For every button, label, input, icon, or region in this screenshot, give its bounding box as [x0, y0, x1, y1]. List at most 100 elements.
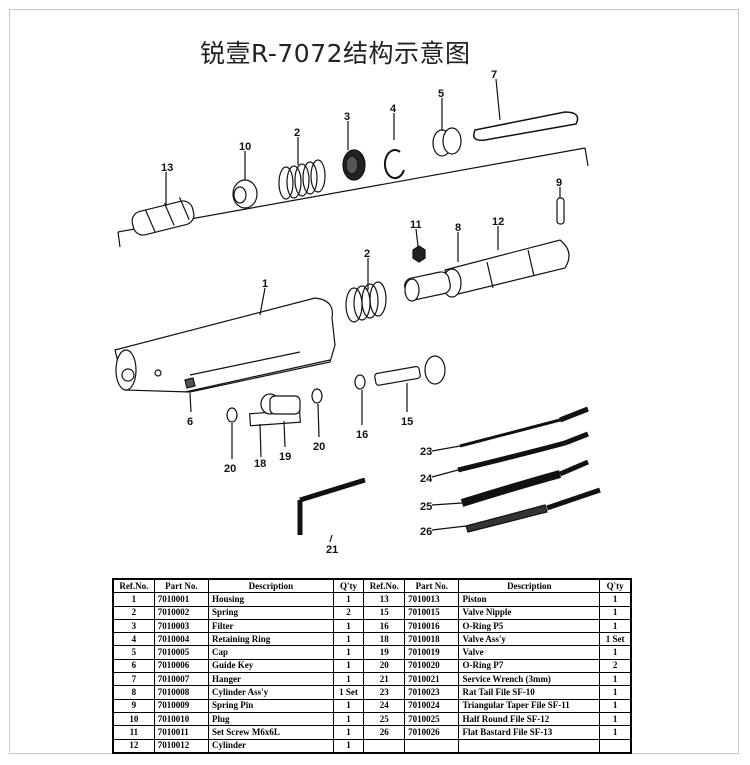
callout-8: 8 — [455, 222, 461, 234]
callout-26: 26 — [420, 526, 432, 538]
table-cell: 9 — [112, 698, 155, 713]
table-cell: 5 — [112, 645, 155, 660]
table-cell: Rat Tail File SF-10 — [458, 685, 601, 700]
callout-5: 5 — [438, 88, 444, 100]
table-cell: Cylinder Ass'y — [208, 685, 334, 700]
table-cell: 7010021 — [404, 672, 460, 687]
table-cell: Half Round File SF-12 — [458, 711, 601, 727]
callout-4: 4 — [390, 103, 397, 115]
header-part-no-2: Part No. — [404, 578, 460, 594]
table-cell: Valve Nipple — [458, 605, 601, 620]
table-cell: 23 — [363, 685, 406, 700]
o-ring-part-16 — [354, 374, 366, 390]
callout-2-upper: 2 — [294, 127, 300, 139]
table-cell: 7010025 — [404, 711, 460, 727]
callout-23: 23 — [420, 446, 432, 458]
table-cell — [363, 738, 406, 754]
spring-part-2-upper — [278, 159, 326, 200]
table-cell: 19 — [363, 645, 406, 660]
exploded-view-diagram: 13 10 2 3 4 5 7 9 11 8 12 1 2 6 20 18 19… — [114, 69, 601, 556]
header-qty-2: Q'ty — [599, 578, 632, 594]
table-cell: 1 — [332, 725, 365, 740]
table-cell: 21 — [363, 672, 406, 687]
table-cell: 7010012 — [153, 738, 210, 754]
table-cell: 7010020 — [404, 658, 460, 674]
table-cell: 25 — [363, 711, 406, 727]
table-cell: 1 — [599, 698, 632, 713]
valve-assembly-part-18-19 — [249, 393, 301, 427]
callout-20-right: 20 — [313, 441, 325, 453]
table-cell: Guide Key — [208, 658, 334, 674]
table-cell — [599, 738, 632, 754]
half-round-file-25 — [460, 459, 589, 507]
table-cell: 1 — [332, 698, 365, 713]
header-ref-no-2: Ref.No. — [363, 578, 406, 594]
table-cell: 10 — [112, 711, 155, 727]
table-cell: 1 — [599, 592, 632, 607]
table-cell: 7010006 — [153, 658, 210, 674]
table-cell: 8 — [112, 685, 155, 700]
callout-24: 24 — [420, 473, 433, 485]
table-cell: O-Ring P7 — [458, 658, 601, 674]
table-cell: 7010011 — [153, 725, 210, 740]
table-cell: Valve Ass'y — [458, 632, 601, 647]
piston-part-13 — [131, 197, 195, 236]
table-cell: 24 — [363, 698, 406, 713]
set-screw-part-11 — [412, 245, 426, 263]
valve-nipple-part-15 — [374, 355, 446, 386]
table-cell: Hanger — [208, 672, 334, 687]
callout-13: 13 — [161, 162, 173, 174]
callout-10: 10 — [239, 141, 251, 153]
table-cell: Housing — [208, 592, 334, 607]
table-cell: 7010019 — [404, 645, 460, 660]
table-cell: 15 — [363, 605, 406, 620]
table-cell: 7010016 — [404, 618, 460, 634]
table-cell: 6 — [112, 658, 155, 674]
table-cell: 7010001 — [153, 592, 210, 607]
table-cell: Piston — [458, 592, 601, 607]
table-cell: 1 Set — [332, 685, 365, 700]
table-cell: 7010018 — [404, 632, 460, 647]
table-cell: 1 — [599, 711, 632, 727]
table-cell: 7 — [112, 672, 155, 687]
table-cell: 26 — [363, 725, 406, 740]
table-cell: 18 — [363, 632, 406, 647]
table-cell: 1 — [332, 618, 365, 634]
table-cell: 2 — [599, 658, 632, 674]
table-cell: 1 — [599, 672, 632, 687]
table-cell: 1 — [599, 645, 632, 660]
table-cell: 7010003 — [153, 618, 210, 634]
callout-11: 11 — [410, 219, 422, 231]
table-cell: Set Screw M6x6L — [208, 725, 334, 740]
cap-part-5 — [432, 127, 462, 157]
callout-16: 16 — [356, 429, 368, 441]
table-cell: 1 — [332, 738, 365, 754]
table-cell: 2 — [112, 605, 155, 620]
hanger-part-7 — [473, 111, 579, 142]
table-cell — [458, 738, 601, 754]
guide-key-part-6 — [184, 377, 196, 389]
callout-6: 6 — [187, 416, 193, 428]
filter-part-3 — [342, 149, 366, 181]
table-cell: 1 — [332, 672, 365, 687]
callout-20-left: 20 — [224, 463, 236, 475]
table-cell: 1 — [332, 658, 365, 674]
table-cell: Retaining Ring — [208, 632, 334, 647]
upper-axis-frame — [117, 147, 589, 248]
table-cell: 7010009 — [153, 698, 210, 713]
table-cell: 1 — [332, 632, 365, 647]
callout-3: 3 — [344, 111, 350, 123]
table-cell: Service Wrench (3mm) — [458, 672, 601, 687]
callout-2-lower: 2 — [364, 248, 370, 260]
rat-tail-file-23 — [459, 406, 589, 448]
table-cell: 1 — [332, 645, 365, 660]
table-cell: 11 — [112, 725, 155, 740]
table-cell: 7010023 — [404, 685, 460, 700]
